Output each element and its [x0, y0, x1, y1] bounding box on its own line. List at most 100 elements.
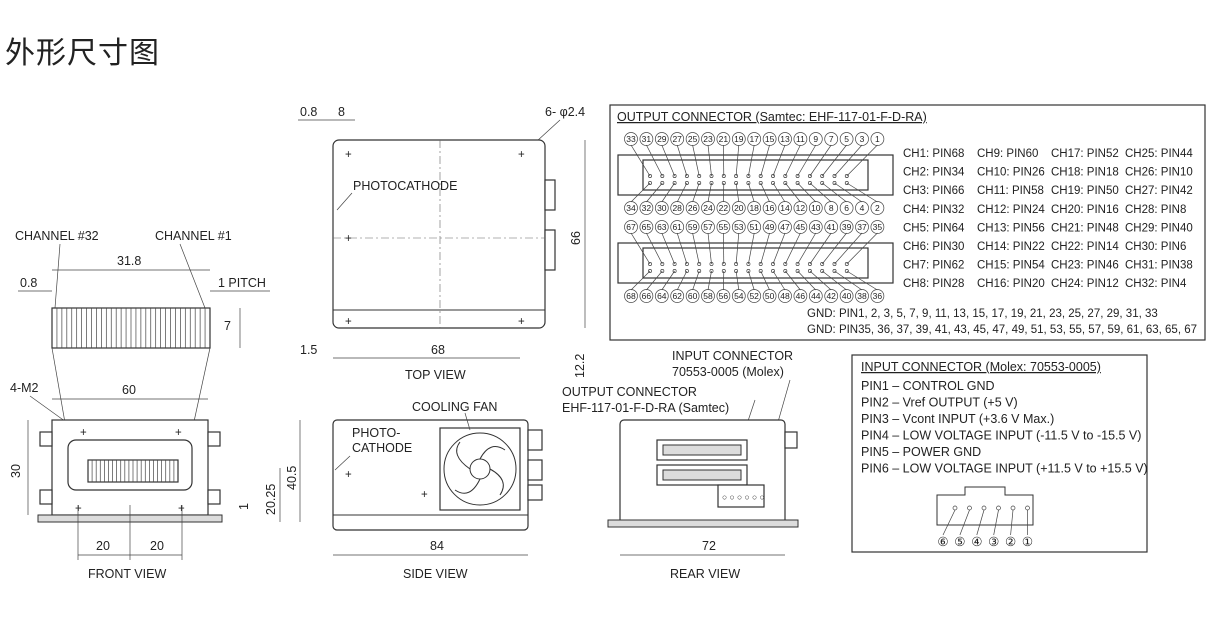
pin-number-circle [701, 201, 715, 215]
pin-number: 21 [719, 134, 729, 144]
connector-pin [709, 174, 714, 178]
connector-pin [697, 174, 702, 178]
channel-mapping: CH28: PIN8 [1125, 204, 1186, 216]
pin-number: 3 [860, 134, 865, 144]
pin-number: 19 [734, 134, 744, 144]
pin-number-circle [654, 289, 669, 303]
pin-number-circle [793, 289, 808, 303]
connector-pin [648, 262, 652, 266]
input-pin-number: ① [1022, 535, 1033, 549]
pin-number: 52 [749, 291, 759, 301]
pin-number: 42 [826, 291, 836, 301]
connector-pin [758, 174, 763, 178]
connector-pin [746, 262, 751, 266]
pin-number-circle [701, 220, 715, 234]
pin-number-circle [670, 220, 685, 234]
pin-number-circle [747, 201, 762, 215]
connector-pin [660, 262, 665, 266]
pin-number: 2 [875, 203, 880, 213]
pin-number: 43 [811, 222, 821, 232]
connector-pin [783, 174, 788, 178]
connector-pin [807, 181, 812, 185]
pin-number-circle [778, 289, 792, 303]
pin-number-circle [747, 132, 762, 146]
channel-mapping: CH5: PIN64 [903, 222, 965, 234]
connector-pin [660, 269, 665, 273]
pin-number-circle [824, 220, 839, 234]
connector-pin [709, 181, 714, 185]
connector-pin [709, 269, 714, 273]
pin-number-circle [839, 132, 854, 146]
pin-number: 11 [796, 134, 805, 144]
pin-number: 51 [749, 222, 759, 232]
pin-number: 20 [734, 203, 744, 213]
pin-number: 39 [842, 222, 852, 232]
svg-text:+: + [345, 149, 352, 161]
pin-number: 61 [672, 222, 682, 232]
pin-number: 68 [626, 291, 636, 301]
pin-number: 24 [703, 203, 713, 213]
pin-number: 4 [860, 203, 865, 213]
front-view-label: FRONT VIEW [88, 567, 166, 581]
front-view: CHANNEL #32 CHANNEL #1 31.8 0.8 1 PITCH … [9, 229, 301, 581]
channel-mapping: CH18: PIN18 [1051, 167, 1119, 179]
connector-pin [783, 262, 788, 266]
pin-number-circle [701, 132, 715, 146]
pin-number: 46 [796, 291, 806, 301]
pin-number-circle [639, 201, 654, 215]
channel-mapping: CH21: PIN48 [1051, 222, 1119, 234]
channel-mapping: CH23: PIN46 [1051, 260, 1119, 272]
svg-text:+: + [75, 503, 82, 515]
pin-number: 60 [688, 291, 698, 301]
connector-pin [721, 262, 726, 266]
pin-number-circle [778, 201, 792, 215]
channel-mapping: CH9: PIN60 [977, 148, 1038, 160]
pin-number-circle [762, 289, 777, 303]
input-pin-number: ⑥ [937, 535, 948, 549]
connector-pin [795, 174, 800, 178]
pin-number: 54 [734, 291, 744, 301]
pin-number-circle [762, 132, 777, 146]
pin-number-circle [793, 201, 808, 215]
photocathode-label-side-2: CATHODE [352, 441, 412, 455]
connector-pin [844, 181, 849, 185]
connector-pin [660, 181, 665, 185]
connector-pin [771, 262, 775, 266]
photocathode-label-side-1: PHOTO- [352, 426, 400, 440]
connector-pin [734, 174, 739, 178]
pin-number: 56 [719, 291, 729, 301]
input-pin-description: PIN5 – POWER GND [861, 445, 981, 459]
photocathode-label-top: PHOTOCATHODE [353, 179, 457, 193]
output-connector-panel: OUTPUT CONNECTOR (Samtec: EHF-117-01-F-D… [609, 104, 1206, 341]
pin-number-circle [839, 289, 854, 303]
pin-number: 15 [765, 134, 775, 144]
pin-number-circle [808, 201, 823, 215]
pin-number: 23 [703, 134, 713, 144]
connector-pin [709, 262, 714, 266]
pin-number-circle [731, 132, 746, 146]
channel-mapping: CH29: PIN40 [1125, 222, 1193, 234]
top-view: 0.8 8 6- φ2.4 ++ + ++ PHOTOCATHODE 66 1.… [298, 105, 587, 382]
pin-number-circle [701, 289, 715, 303]
dim-20-left: 20 [96, 539, 110, 553]
pin-number: 1 [875, 134, 880, 144]
connector-pin [783, 181, 788, 185]
dim-12-2: 12.2 [573, 354, 587, 378]
pin-number: 14 [780, 203, 790, 213]
pin-number-circle [685, 289, 700, 303]
channel-mapping: CH12: PIN24 [977, 204, 1045, 216]
dim-84: 84 [430, 539, 444, 553]
pin-number-circle [624, 201, 638, 215]
channel-mapping: CH27: PIN42 [1125, 185, 1193, 197]
pin-number: 25 [688, 134, 698, 144]
pin-number-circle [716, 201, 731, 215]
pin-number: 13 [780, 134, 790, 144]
pin-number: 26 [688, 203, 698, 213]
connector-pin [807, 174, 812, 178]
channel-mapping: CH20: PIN16 [1051, 204, 1119, 216]
output-connector-part: EHF-117-01-F-D-RA (Samtec) [562, 401, 729, 415]
pin-number-circle [793, 132, 808, 146]
connector-pin [697, 262, 702, 266]
input-connector-rear [717, 484, 765, 508]
connector-pin [807, 262, 812, 266]
